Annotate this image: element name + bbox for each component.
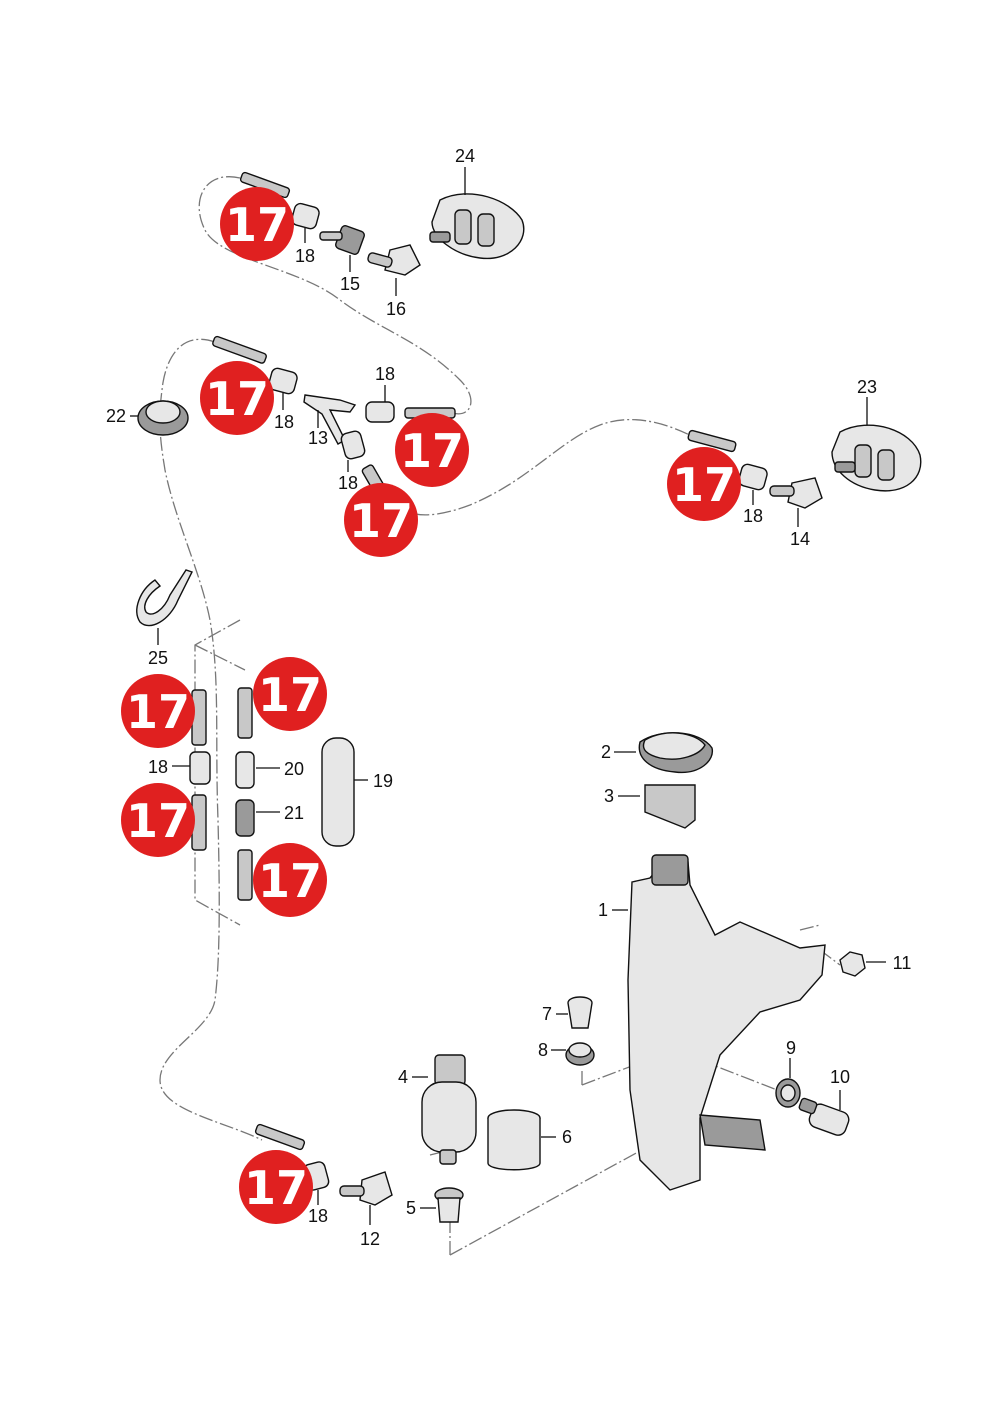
grommet-8 xyxy=(551,1042,595,1066)
nozzle-23 xyxy=(831,397,922,492)
connector-13 xyxy=(303,394,357,445)
nozzle-24 xyxy=(429,167,525,260)
callout-25: 25 xyxy=(148,648,168,668)
callout-20: 20 xyxy=(284,759,304,779)
svg-text:17: 17 xyxy=(225,198,289,252)
connector-12 xyxy=(339,1171,393,1225)
callout-11: 11 xyxy=(893,953,912,973)
svg-text:17: 17 xyxy=(258,854,322,908)
highlight-badge-17: 17 xyxy=(239,1150,313,1224)
highlight-badge-17: 17 xyxy=(667,447,741,521)
filter-sleeve-19 xyxy=(321,737,368,847)
level-sensor-10 xyxy=(798,1090,850,1136)
callout-9: 9 xyxy=(786,1038,796,1058)
nut-11 xyxy=(839,951,886,977)
callout-3: 3 xyxy=(604,786,614,806)
callout-24: 24 xyxy=(455,146,475,166)
callout-18: 18 xyxy=(743,506,763,526)
callout-15: 15 xyxy=(340,274,360,294)
callout-4: 4 xyxy=(398,1067,408,1087)
callout-1: 1 xyxy=(598,900,608,920)
highlight-badge-17: 17 xyxy=(253,657,327,731)
washer-pump-4 xyxy=(412,1054,477,1165)
callout-14: 14 xyxy=(790,529,810,549)
sleeves-18 xyxy=(172,202,768,1205)
cable-tie-25 xyxy=(136,569,193,645)
callout-18: 18 xyxy=(308,1206,328,1226)
callout-8: 8 xyxy=(538,1040,548,1060)
callout-22: 22 xyxy=(106,406,126,426)
highlight-badge-17: 17 xyxy=(121,674,195,748)
callout-18: 18 xyxy=(375,364,395,384)
callout-18: 18 xyxy=(148,757,168,777)
svg-text:17: 17 xyxy=(349,494,413,548)
highlight-badge-17: 17 xyxy=(344,483,418,557)
plug-7 xyxy=(556,996,593,1029)
svg-text:17: 17 xyxy=(244,1161,308,1215)
callout-23: 23 xyxy=(857,377,877,397)
highlight-badge-17: 17 xyxy=(395,413,469,487)
callout-18: 18 xyxy=(274,412,294,432)
grommet-9 xyxy=(775,1058,801,1108)
svg-text:17: 17 xyxy=(126,685,190,739)
svg-text:17: 17 xyxy=(258,668,322,722)
callout-21: 21 xyxy=(284,803,304,823)
check-valves-20-21 xyxy=(235,751,280,837)
callout-2: 2 xyxy=(601,742,611,762)
connector-16 xyxy=(367,244,421,296)
callout-12: 12 xyxy=(360,1229,380,1249)
callout-6: 6 xyxy=(562,1127,572,1147)
pump-grommet-5 xyxy=(420,1187,464,1223)
svg-text:17: 17 xyxy=(400,424,464,478)
callout-16: 16 xyxy=(386,299,406,319)
callout-5: 5 xyxy=(406,1198,416,1218)
svg-text:17: 17 xyxy=(672,458,736,512)
adapter-3 xyxy=(618,784,696,829)
pump-seal-6 xyxy=(487,1109,556,1171)
callout-13: 13 xyxy=(308,428,328,448)
callout-19: 19 xyxy=(373,771,393,791)
callout-7: 7 xyxy=(542,1004,552,1024)
svg-text:17: 17 xyxy=(205,372,269,426)
washer-reservoir-1 xyxy=(612,854,826,1191)
highlight-badge-17: 17 xyxy=(121,783,195,857)
svg-text:17: 17 xyxy=(126,794,190,848)
highlight-badge-17: 17 xyxy=(200,361,274,435)
callout-18: 18 xyxy=(295,246,315,266)
highlight-badge-17: 17 xyxy=(253,843,327,917)
highlight-badges: 17 17 17 17 17 17 17 17 xyxy=(121,187,741,1224)
filler-cap-2 xyxy=(614,732,713,774)
connector-15 xyxy=(319,225,365,272)
callout-10: 10 xyxy=(830,1067,850,1087)
highlight-badge-17: 17 xyxy=(220,187,294,261)
connector-14 xyxy=(769,477,823,527)
callout-18: 18 xyxy=(338,473,358,493)
grommet-22 xyxy=(130,400,189,436)
callout-labels: 24 18 15 16 18 23 22 18 13 18 18 14 25 2… xyxy=(106,146,911,1249)
